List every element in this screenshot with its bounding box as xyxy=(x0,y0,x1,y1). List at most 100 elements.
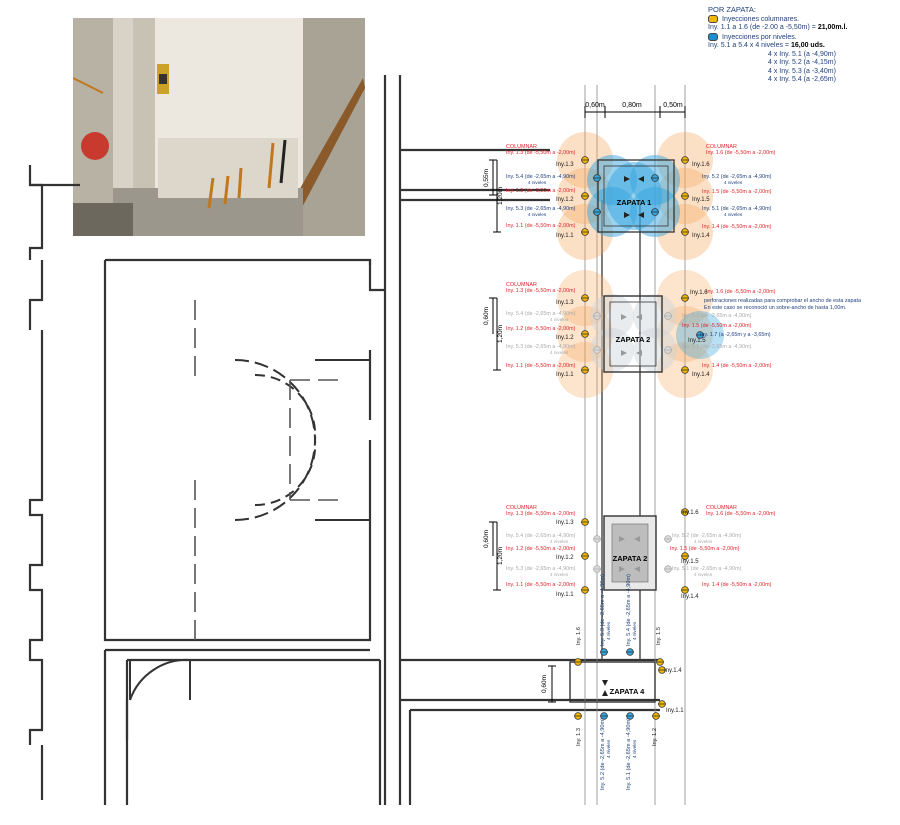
z4-label-iny12: Iny. 1.2 xyxy=(652,728,658,746)
short-iny14-z2a: Iny.1.4 xyxy=(692,372,710,378)
legend-levels-detail: Iny. 5.1 a 5.4 x 4 niveles = xyxy=(708,42,790,50)
z1-label-iny11: Iny. 1.1 (de -5,50m a -2,00m) xyxy=(506,223,576,229)
legend-levels-total: 16,00 uds. xyxy=(790,42,825,50)
short-iny12-z1: Iny.1.2 xyxy=(556,197,574,203)
short-iny16-z2a: Iny.1.6 xyxy=(690,290,708,296)
legend: POR ZAPATA: Inyecciones columnares. Iny.… xyxy=(708,5,898,85)
z2a-label-iny14: Iny. 1.4 (de -5,50m a -2,00m) xyxy=(702,363,772,369)
columnar-marker-icon xyxy=(708,14,718,23)
short-iny16-z1: Iny.1.6 xyxy=(692,162,710,168)
short-iny11-z1: Iny.1.1 xyxy=(556,233,574,239)
legend-level-item: 4 x Iny. 5.2 (a -4,15m) xyxy=(768,59,836,67)
legend-level-item: 4 x Iny. 5.4 (a -2,65m) xyxy=(768,76,836,84)
z2a-columnar-tag: COLUMNAR xyxy=(506,282,537,288)
short-iny14-z1: Iny.1.4 xyxy=(692,233,710,239)
dim-left-1: 0,55m xyxy=(483,169,490,187)
short-iny13-z1: Iny.1.3 xyxy=(556,162,574,168)
z2b-label-iny13: Iny. 1.3 (de -5,50m a -2,00m) xyxy=(506,511,576,517)
legend-columnar-detail: Iny. 1.1 a 1.6 (de -2.00 a -5,50m) = xyxy=(708,24,816,32)
z2a-note-1: perforaciones realizadas para comprobar … xyxy=(704,298,861,304)
legend-levels-label: Inyecciones por niveles. xyxy=(722,33,797,41)
dim-left-5: 0,60m xyxy=(483,530,490,548)
legend-columnar-label: Inyecciones columnares. xyxy=(722,15,800,23)
zapata-1-zones xyxy=(557,132,713,260)
z4-label-v54: Iny. 5.4 (de -2,65m a -4,90m) xyxy=(626,574,632,646)
short-iny12-z2a: Iny.1.2 xyxy=(556,335,574,341)
z2a-label-iny52: Iny. 5.2 (de -2,65m a -4,90m) xyxy=(682,313,752,319)
site-photo xyxy=(73,18,365,236)
flow-arrows xyxy=(602,176,644,696)
dim-left-3: 0,60m xyxy=(483,307,490,325)
dim-left-6: 1,20m xyxy=(497,547,504,565)
short-iny13-z2b: Iny.1.3 xyxy=(556,520,574,526)
left-dimension-lines xyxy=(489,159,556,703)
zapata-2b-label: ZAPATA 2 xyxy=(613,554,648,563)
z2a-label-iny54: Iny. 5.4 (de -2,65m a -4,90m) xyxy=(506,311,576,317)
zapata-1-label: ZAPATA 1 xyxy=(617,198,652,207)
legend-title: POR ZAPATA: xyxy=(708,5,756,14)
z2a-label-iny15b: Iny. 1.5 (de -5,50m a -2,00m) xyxy=(682,323,752,329)
z2a-label-iny16: Iny. 1.6 (de -5,50m a -2,00m) xyxy=(706,289,776,295)
door-arcs xyxy=(129,359,370,701)
short-iny15-z2a: Iny.1.5 xyxy=(688,338,706,344)
dim-top-1: 0,60m xyxy=(585,102,605,109)
dim-left-4: 1,20m xyxy=(497,325,504,343)
short-iny14-z2b: Iny.1.4 xyxy=(681,594,699,600)
z2b-levels-tag-r: 4 niveles xyxy=(694,539,713,544)
z2b-label-iny15: Iny. 1.5 (de -5,50m a -2,00m) xyxy=(670,546,740,552)
top-dimension-line xyxy=(584,106,686,118)
z2b-label-iny51: Iny. 5.1 (de -2,65m a -4,90m) xyxy=(672,566,742,572)
z1-columnar-tag-r: COLUMNAR xyxy=(706,144,737,150)
legend-level-item: 4 x Iny. 5.3 (a -3,40m) xyxy=(768,67,836,75)
z1-label-iny16: Iny. 1.6 (de -5,50m a -2,00m) xyxy=(706,150,776,156)
zapata-2a-label: ZAPATA 2 xyxy=(616,335,651,344)
short-iny11-z4: Iny.1.1 xyxy=(666,708,684,714)
dim-top-2: 0,80m xyxy=(622,102,642,109)
zapata-4-label: ZAPATA 4 xyxy=(610,687,646,696)
z4-label-iny13: Iny. 1.3 xyxy=(576,728,582,746)
legend-level-item: 4 x Iny. 5.1 (a -4,90m) xyxy=(768,50,836,58)
z2a-label-iny53: Iny. 5.3 (de -2,65m a -4,90m) xyxy=(506,344,576,350)
z2a-levels-tag: 4 niveles xyxy=(550,317,569,322)
short-iny13-z2a: Iny.1.3 xyxy=(556,300,574,306)
z4-levels-tag-1: 4 niveles xyxy=(606,621,611,640)
z4-label-iny16: Iny. 1.6 xyxy=(576,627,582,645)
z1-levels-tag-2: 4 niveles xyxy=(528,212,547,217)
z2a-levels-tag-2: 4 niveles xyxy=(550,350,569,355)
z2b-label-iny12: Iny. 1.2 (de -5,50m a -2,00m) xyxy=(506,546,576,552)
z2b-label-iny53: Iny. 5.3 (de -2,65m a -4,90m) xyxy=(506,566,576,572)
z2b-label-iny11: Iny. 1.1 (de -5,50m a -2,00m) xyxy=(506,582,576,588)
z1-label-iny52: Iny. 5.2 (de -2,65m a -4,90m) xyxy=(702,174,772,180)
z2a-label-iny51b: Iny. 5.1 (de -2,65m a -4,90m) xyxy=(682,344,752,350)
z4-label-v51: Iny. 5.1 (de -2,65m a -4,90m) xyxy=(626,718,632,790)
z4-label-v53: Iny. 5.3 (de -2,65m a -4,90m) xyxy=(600,574,606,646)
z1-label-iny13: Iny. 1.3 (de -5,50m a -2,00m) xyxy=(506,150,576,156)
z1-label-iny15: Iny. 1.5 (de -5,50m a -2,00m) xyxy=(702,189,772,195)
short-iny11-z2a: Iny.1.1 xyxy=(556,372,574,378)
short-iny14-z4: Iny.1.4 xyxy=(664,668,682,674)
z2b-columnar-tag-r: COLUMNAR xyxy=(706,505,737,511)
dim-left-2: 1,20m xyxy=(497,187,504,205)
z2a-label-iny13: Iny. 1.3 (de -5,50m a -2,00m) xyxy=(506,288,576,294)
z4-levels-tag-2: 4 niveles xyxy=(632,621,637,640)
short-iny15-z2b: Iny.1.5 xyxy=(681,559,699,565)
zapata-2b-block xyxy=(603,515,657,591)
hidden-lines xyxy=(194,300,345,640)
z4-levels-tag-3: 4 niveles xyxy=(606,739,611,758)
z1-label-iny14: Iny. 1.4 (de -5,50m a -2,00m) xyxy=(702,224,772,230)
z1-levels-tag: 4 niveles xyxy=(528,180,547,185)
dim-top-3: 0,50m xyxy=(663,102,683,109)
short-iny15-z1: Iny.1.5 xyxy=(692,197,710,203)
z2b-levels-tag: 4 niveles xyxy=(550,539,569,544)
z2b-label-iny16: Iny. 1.6 (de -5,50m a -2,00m) xyxy=(706,511,776,517)
z2b-levels-tag-r2: 4 niveles xyxy=(694,572,713,577)
z4-levels-tag-4: 4 niveles xyxy=(632,739,637,758)
z2b-label-iny52: Iny. 5.2 (de -2,65m a -4,90m) xyxy=(672,533,742,539)
z2b-columnar-tag: COLUMNAR xyxy=(506,505,537,511)
short-iny16-z2b: Iny.1.6 xyxy=(681,510,699,516)
z2b-label-iny14: Iny. 1.4 (de -5,50m a -2,00m) xyxy=(702,582,772,588)
zapata-4-block xyxy=(569,661,656,703)
z1-levels-tag-r2: 4 niveles xyxy=(724,212,743,217)
